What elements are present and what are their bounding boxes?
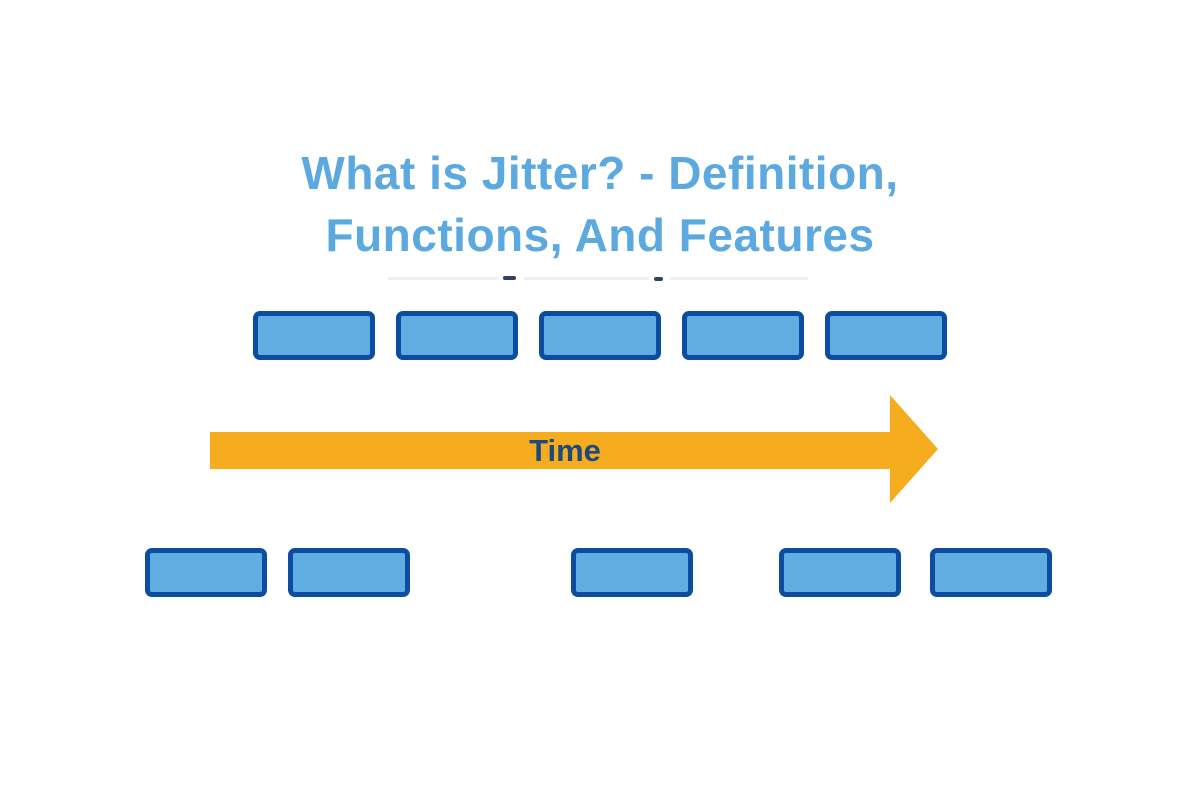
page-title-line-2: Functions, And Features <box>325 209 875 261</box>
regular-packet-5 <box>825 311 947 360</box>
regular-packet-3 <box>539 311 661 360</box>
page-title-line-1: What is Jitter? - Definition, <box>301 147 899 199</box>
regular-packet-2 <box>396 311 518 360</box>
jittered-packet-5 <box>930 548 1052 597</box>
time-arrow-head <box>890 395 938 503</box>
jittered-packet-3 <box>571 548 693 597</box>
time-arrow-label: Time <box>529 433 601 468</box>
jittered-packet-1 <box>145 548 267 597</box>
erased-text-streak-2 <box>524 277 649 280</box>
regular-packet-1 <box>253 311 375 360</box>
regular-packet-4 <box>682 311 804 360</box>
jittered-packet-4 <box>779 548 901 597</box>
jittered-packet-2 <box>288 548 410 597</box>
erased-text-streak-1 <box>388 277 498 280</box>
time-arrow-shaft <box>210 432 890 469</box>
erased-text-dash-2 <box>654 277 663 281</box>
erased-text-streak-3 <box>670 277 808 280</box>
page-title: What is Jitter? - Definition, Functions,… <box>0 142 1200 266</box>
erased-text-dash-1 <box>503 276 516 280</box>
